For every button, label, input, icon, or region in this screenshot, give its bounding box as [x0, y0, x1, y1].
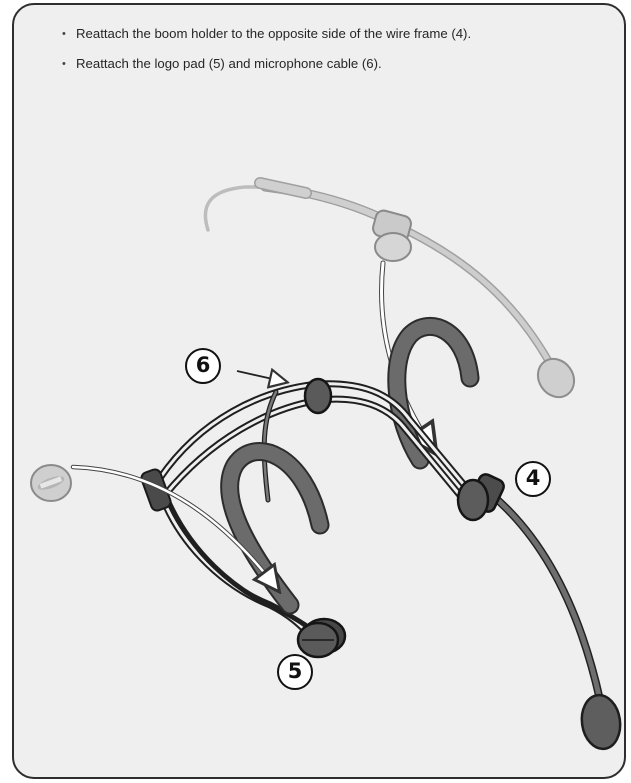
logo-pad — [31, 465, 71, 501]
cable-clip — [305, 379, 331, 413]
callout-badge-5: 5 — [277, 654, 313, 690]
attached-boom-microphone — [492, 495, 624, 751]
cable-callout-arrow — [237, 371, 286, 382]
right-earpiece-boom-holder — [458, 472, 506, 520]
callout-badge-6: 6 — [185, 348, 221, 384]
right-ear-hook — [397, 326, 470, 460]
left-ear-hook — [230, 452, 320, 606]
callout-badge-4: 4 — [515, 461, 551, 497]
